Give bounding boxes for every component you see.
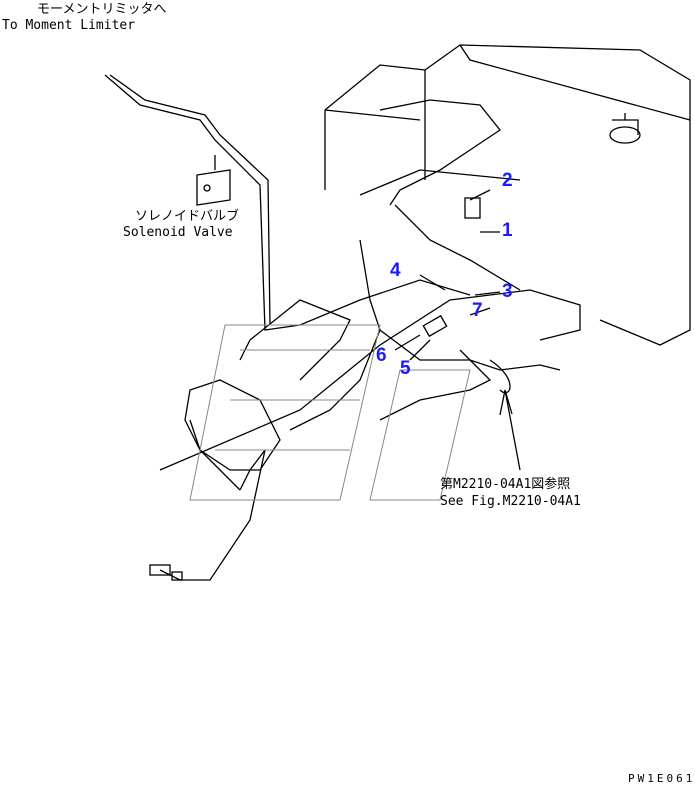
battery-box: [324, 64, 521, 196]
moment-limiter-cable: [104, 74, 471, 331]
watermark: [189, 324, 471, 501]
callout-1: 1: [502, 220, 513, 241]
solenoid-valve: [196, 155, 231, 206]
moment-limiter-label-jp: モーメントリミッタへ: [37, 2, 167, 17]
reference-label-jp: 第M2210-04A1図参照: [440, 477, 571, 492]
main-harness: [159, 99, 581, 471]
solenoid-label-jp: ソレノイドバルブ: [135, 209, 240, 224]
callout-7: 7: [472, 300, 483, 321]
solenoid-label-en: Solenoid Valve: [123, 225, 233, 240]
callout-2: 2: [502, 170, 513, 191]
callout-3: 3: [502, 281, 513, 302]
drawing-code: PW1E061: [628, 772, 695, 785]
sensor: [149, 564, 183, 581]
callout-4: 4: [390, 260, 401, 281]
callout-6: 6: [376, 345, 387, 366]
tank-cap: [609, 113, 641, 144]
reference-arrow: [499, 389, 521, 471]
reference-label-en: See Fig.M2210-04A1: [440, 494, 581, 509]
fuel-tank: [424, 44, 691, 346]
callout-5: 5: [400, 358, 411, 379]
moment-limiter-label-en: To Moment Limiter: [2, 18, 136, 33]
